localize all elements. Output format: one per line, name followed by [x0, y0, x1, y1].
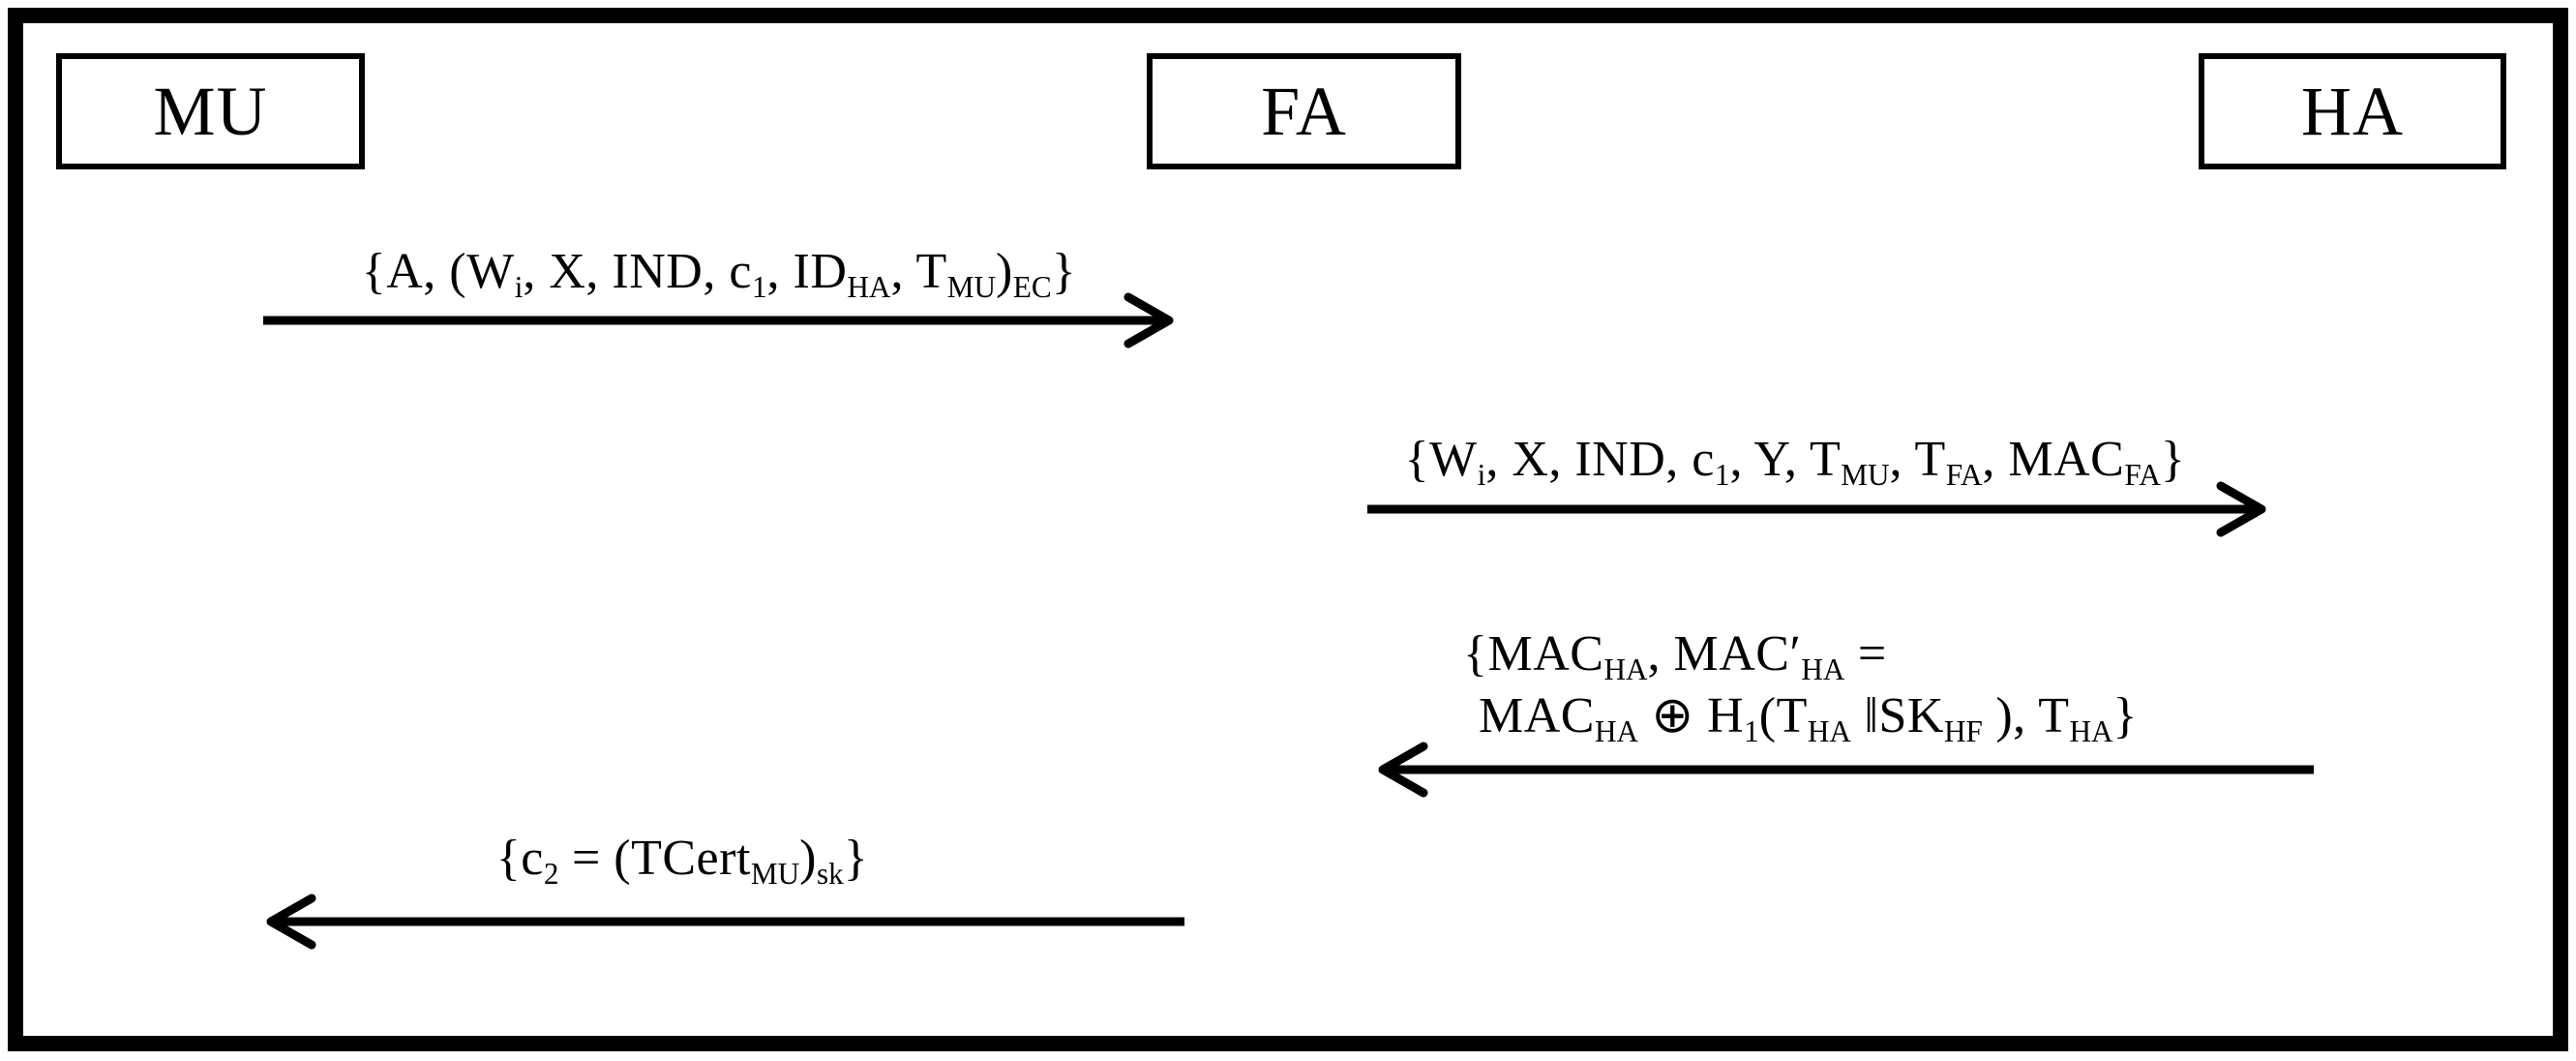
message-2-label: {Wi, X, IND, c1, Y, TMU, TFA, MACFA}: [1404, 432, 2186, 492]
message-3-arrow-left: [1378, 742, 2314, 798]
message-3-label-line-2: MACHA ⊕ H1(THA ‖SKHF ), THA}: [1479, 688, 2138, 748]
entity-label-fa: FA: [1261, 72, 1347, 150]
message-4-arrow-left: [266, 894, 1184, 950]
arrowhead-right-icon: [1123, 292, 1174, 349]
message-3-label: {MACHA, MAC′HA = MACHA ⊕ H1(THA ‖SKHF ),…: [1463, 623, 2353, 747]
message-2-arrow-right: [1367, 481, 2266, 537]
message-4-label: {c2 = (TCertMU)sk}: [495, 831, 869, 891]
arrowhead-right-icon: [2216, 481, 2266, 537]
entity-box-ha: HA: [2199, 53, 2506, 169]
arrowhead-left-icon: [1378, 742, 1428, 798]
entity-label-mu: MU: [153, 72, 268, 150]
entity-box-fa: FA: [1147, 53, 1461, 169]
diagram-outer-frame: [8, 8, 2568, 1051]
arrowhead-left-icon: [266, 894, 316, 950]
entity-label-ha: HA: [2301, 72, 2404, 150]
message-3-label-line-1: {MACHA, MAC′HA =: [1463, 626, 1887, 686]
message-1-label: {A, (Wi, X, IND, c1, IDHA, TMU)EC}: [361, 244, 1077, 304]
entity-box-mu: MU: [56, 53, 365, 169]
message-1-arrow-right: [263, 292, 1174, 349]
